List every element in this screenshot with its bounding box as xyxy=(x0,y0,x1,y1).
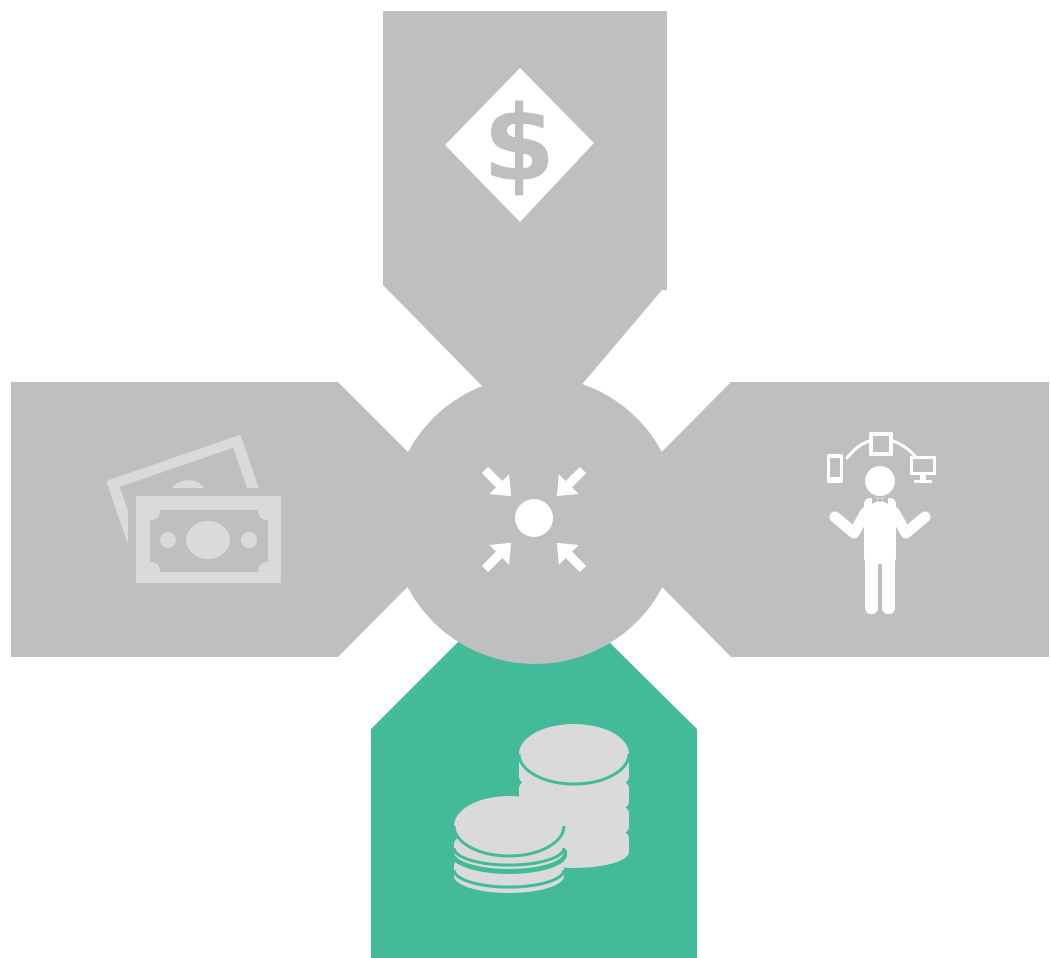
bottom-panel xyxy=(371,633,697,958)
coin-stacks-icon xyxy=(451,724,631,900)
center-hub xyxy=(391,376,679,664)
top-panel: $ xyxy=(383,11,667,440)
svg-text:$: $ xyxy=(483,83,555,205)
person-juggling-devices-icon xyxy=(827,432,936,614)
dollar-diamond-icon: $ xyxy=(445,68,594,222)
converge-arrows-icon xyxy=(481,466,587,573)
right-panel xyxy=(595,382,1049,657)
cash-bills-icon xyxy=(106,435,288,592)
left-panel xyxy=(11,382,475,657)
